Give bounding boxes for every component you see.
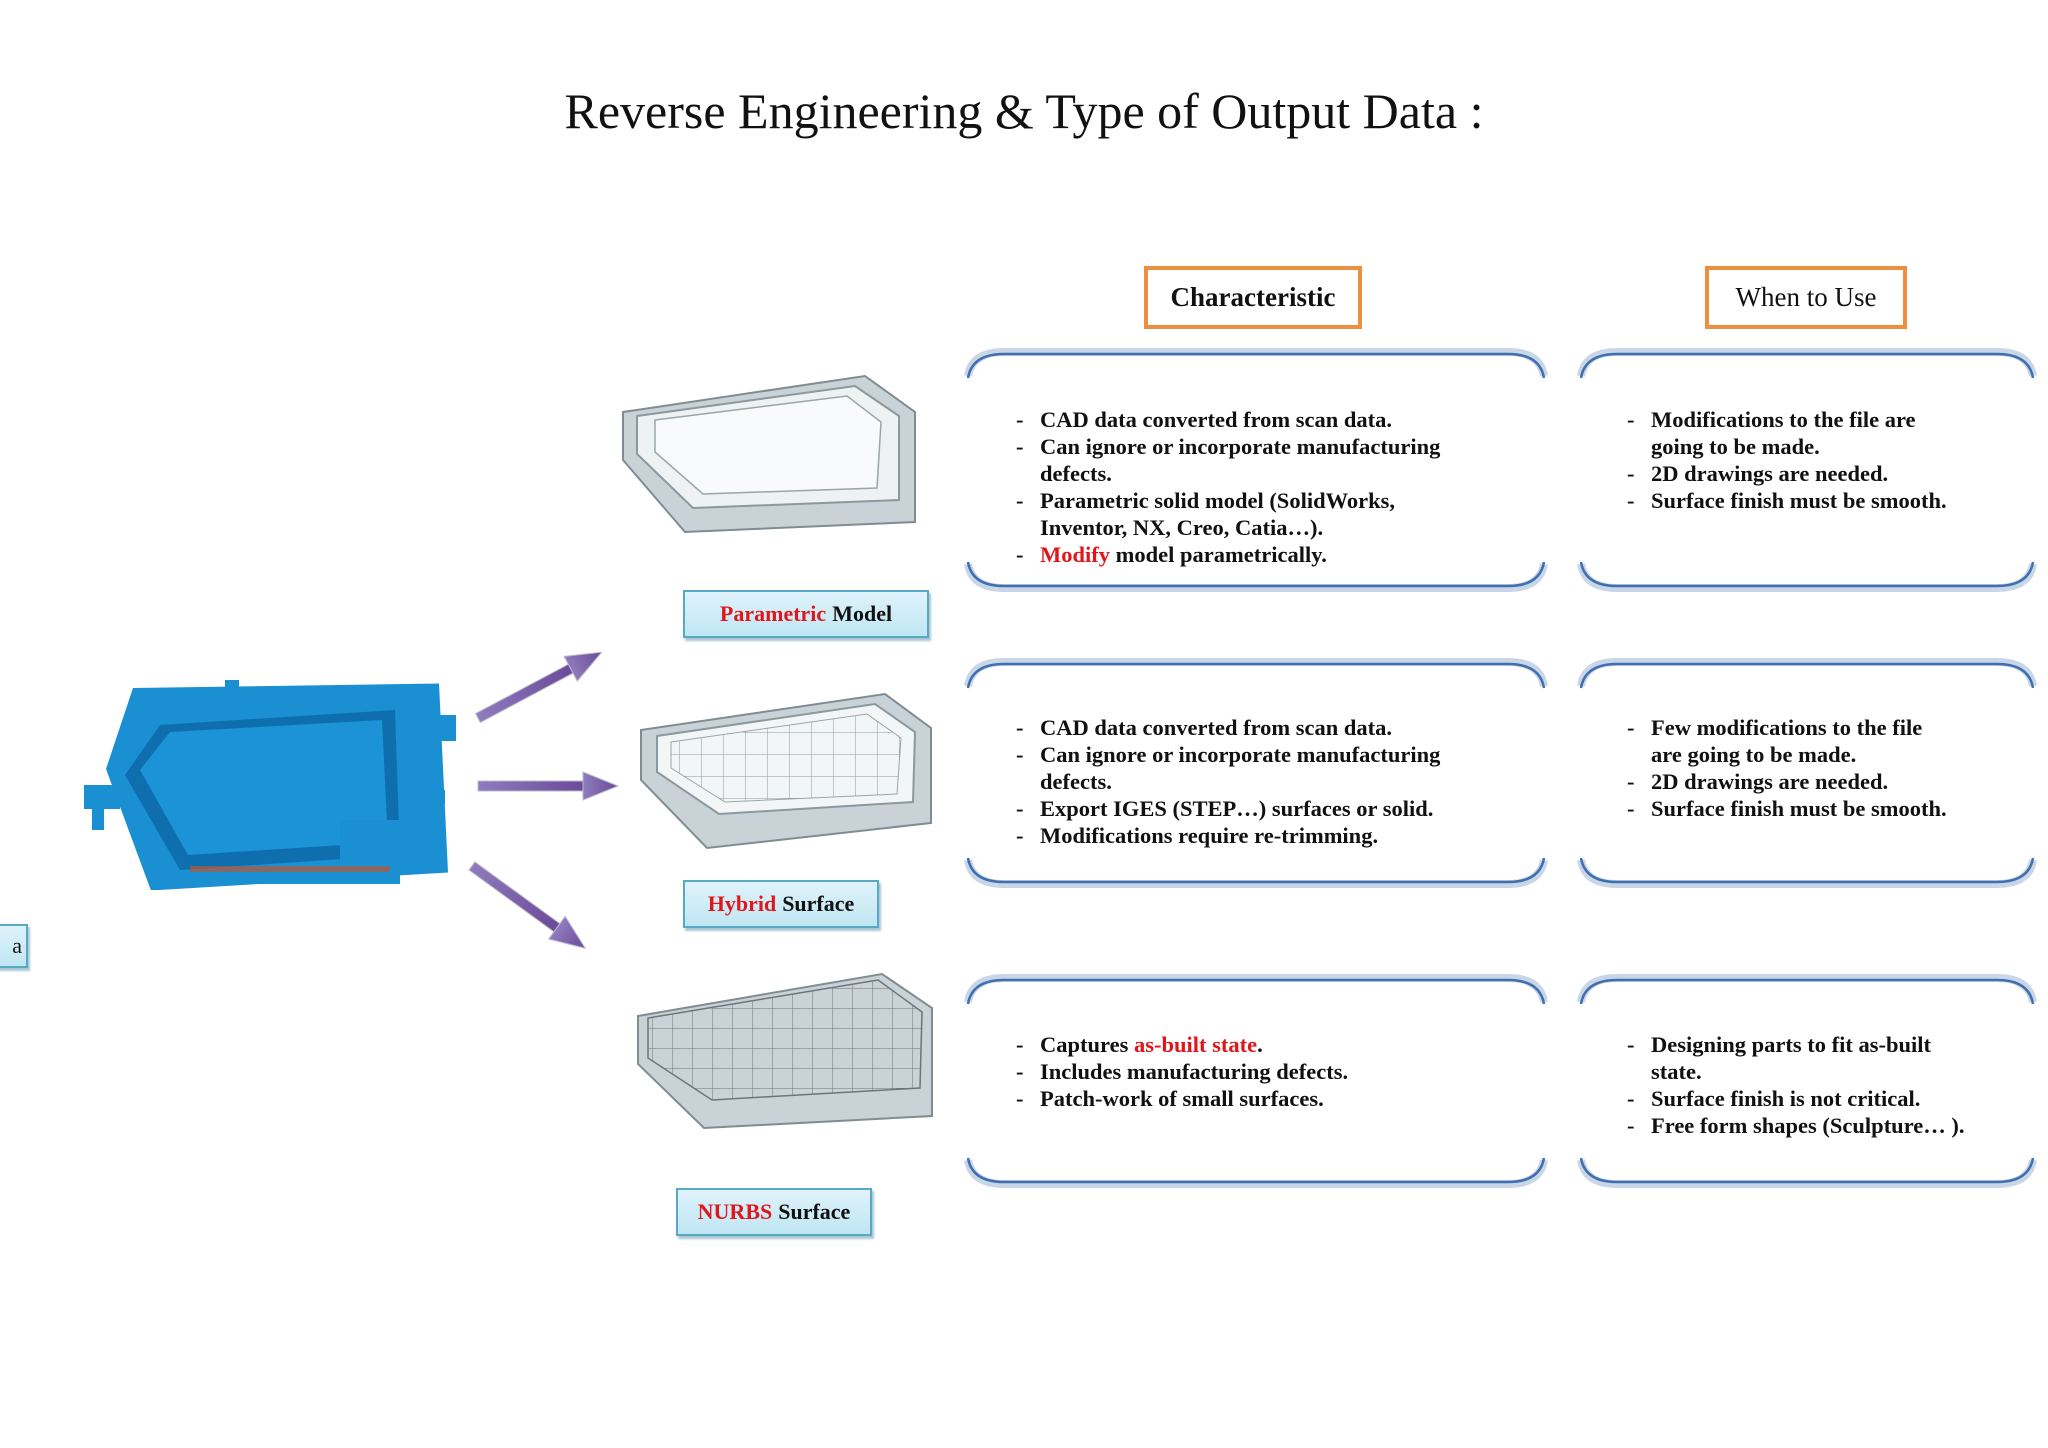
panel-bracket: [964, 658, 1548, 888]
bullet-line: Can ignore or incorporate manufacturing: [1016, 433, 1440, 460]
line-text: state.: [1651, 1059, 1702, 1084]
bullet-line: Surface finish must be smooth.: [1627, 795, 1947, 822]
parametric-model-illustration: [622, 374, 916, 534]
line-text: CAD data converted from scan data.: [1040, 715, 1393, 740]
line-text: Can ignore or incorporate manufacturing: [1040, 434, 1441, 459]
bullet-line: Export IGES (STEP…) surfaces or solid.: [1016, 795, 1440, 822]
nurbs-label-rest: Surface: [778, 1199, 851, 1224]
when-to-use-header: When to Use: [1705, 266, 1907, 329]
hybrid-label-highlight: Hybrid: [707, 891, 777, 916]
parametric-model-label: Parametric Model: [683, 590, 929, 638]
characteristic-panel-nurbs: Captures as-built state.Includes manufac…: [964, 968, 1548, 1190]
panel-bracket: [1577, 658, 2037, 888]
line-text: are going to be made.: [1651, 742, 1857, 767]
bullet-line: Captures as-built state.: [1016, 1031, 1348, 1058]
hybrid-label-rest: Surface: [782, 891, 855, 916]
line-text: going to be made.: [1651, 434, 1820, 459]
line-text: Modifications to the file are: [1651, 407, 1916, 432]
bullet-line: defects.: [1016, 768, 1440, 795]
hybrid-surface-label: Hybrid Surface: [683, 880, 879, 928]
characteristic-header: Characteristic: [1144, 266, 1362, 329]
arrow-to-parametric: [474, 651, 603, 724]
page-title: Reverse Engineering & Type of Output Dat…: [564, 83, 1484, 139]
scan-data-model-illustration: [84, 680, 456, 890]
bullet-line: Surface finish is not critical.: [1627, 1085, 1965, 1112]
line-text: Captures: [1040, 1032, 1134, 1057]
panel-bracket: [1577, 348, 2037, 592]
line-text: Parametric solid model (SolidWorks,: [1040, 488, 1395, 513]
arrow-to-hybrid: [477, 771, 620, 801]
line-text: Can ignore or incorporate manufacturing: [1040, 742, 1441, 767]
characteristic-panel-parametric: CAD data converted from scan data.Can ig…: [964, 342, 1548, 594]
characteristic-list-parametric: CAD data converted from scan data.Can ig…: [1016, 406, 1440, 568]
bullet-line: Modify model parametrically.: [1016, 541, 1440, 568]
line-text: .: [1257, 1032, 1263, 1057]
hybrid-surface-illustration: [640, 692, 932, 850]
nurbs-surface-label: NURBS Surface: [676, 1188, 872, 1236]
parametric-label-rest: Model: [832, 601, 893, 626]
highlighted-text: as-built state: [1133, 1032, 1258, 1057]
line-text: Export IGES (STEP…) surfaces or solid.: [1040, 796, 1434, 821]
bullet-line: CAD data converted from scan data.: [1016, 406, 1440, 433]
when-list-nurbs: Designing parts to fit as-builtstate.Sur…: [1627, 1031, 1965, 1139]
characteristic-list-nurbs: Captures as-built state.Includes manufac…: [1016, 1031, 1348, 1112]
bullet-line: Surface finish must be smooth.: [1627, 487, 1947, 514]
scan-data-label: a: [0, 924, 28, 968]
parametric-label-highlight: Parametric: [719, 601, 827, 626]
bullet-line: Patch-work of small surfaces.: [1016, 1085, 1348, 1112]
line-text: 2D drawings are needed.: [1651, 461, 1889, 486]
bullet-line: state.: [1627, 1058, 1965, 1085]
line-text: Surface finish must be smooth.: [1651, 796, 1947, 821]
nurbs-surface-illustration: [637, 972, 933, 1130]
line-text: defects.: [1040, 769, 1112, 794]
scan-data-label-text: a: [12, 933, 22, 958]
line-text: CAD data converted from scan data.: [1040, 407, 1393, 432]
bullet-line: Few modifications to the file: [1627, 714, 1947, 741]
line-text: Designing parts to fit as-built: [1651, 1032, 1932, 1057]
line-text: Modifications require re-trimming.: [1040, 823, 1379, 848]
line-text: model parametrically.: [1110, 542, 1327, 567]
line-text: Few modifications to the file: [1651, 715, 1923, 740]
when-panel-nurbs: Designing parts to fit as-builtstate.Sur…: [1577, 968, 2037, 1190]
line-text: Patch-work of small surfaces.: [1040, 1086, 1324, 1111]
line-text: Surface finish must be smooth.: [1651, 488, 1947, 513]
bullet-line: going to be made.: [1627, 433, 1947, 460]
line-text: Inventor, NX, Creo, Catia…).: [1040, 515, 1324, 540]
bullet-line: 2D drawings are needed.: [1627, 460, 1947, 487]
highlighted-text: Modify: [1040, 542, 1110, 567]
characteristic-list-hybrid: CAD data converted from scan data.Can ig…: [1016, 714, 1440, 849]
bullet-line: are going to be made.: [1627, 741, 1947, 768]
arrow-to-nurbs: [468, 861, 587, 950]
bullet-line: CAD data converted from scan data.: [1016, 714, 1440, 741]
line-text: defects.: [1040, 461, 1112, 486]
panel-bracket: [964, 974, 1548, 1188]
flow-arrows: [468, 651, 620, 950]
panel-bracket: [964, 348, 1548, 592]
bullet-line: Can ignore or incorporate manufacturing: [1016, 741, 1440, 768]
nurbs-label-highlight: NURBS: [697, 1199, 773, 1224]
characteristic-panel-hybrid: CAD data converted from scan data.Can ig…: [964, 652, 1548, 890]
bullet-line: Parametric solid model (SolidWorks,: [1016, 487, 1440, 514]
bullet-line: Inventor, NX, Creo, Catia…).: [1016, 514, 1440, 541]
bullet-line: Modifications require re-trimming.: [1016, 822, 1440, 849]
bullet-line: Designing parts to fit as-built: [1627, 1031, 1965, 1058]
bullet-line: defects.: [1016, 460, 1440, 487]
bullet-line: 2D drawings are needed.: [1627, 768, 1947, 795]
bullet-line: Includes manufacturing defects.: [1016, 1058, 1348, 1085]
line-text: Free form shapes (Sculpture… ).: [1651, 1113, 1965, 1138]
panel-bracket: [1577, 974, 2037, 1188]
line-text: Surface finish is not critical.: [1651, 1086, 1921, 1111]
line-text: 2D drawings are needed.: [1651, 769, 1889, 794]
line-text: Includes manufacturing defects.: [1040, 1059, 1349, 1084]
bullet-line: Modifications to the file are: [1627, 406, 1947, 433]
bullet-line: Free form shapes (Sculpture… ).: [1627, 1112, 1965, 1139]
